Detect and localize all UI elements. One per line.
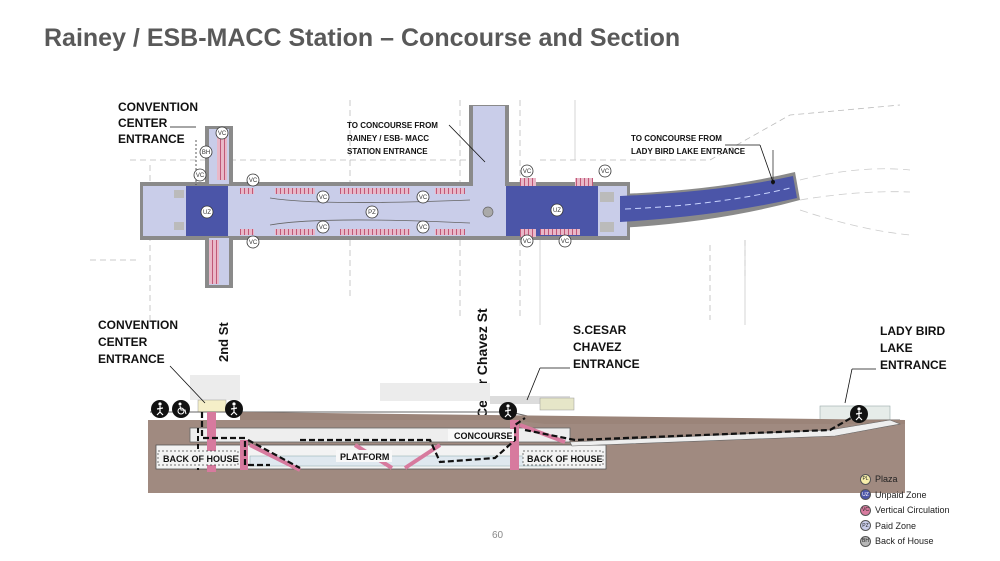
legend-swatch: PL xyxy=(860,473,871,485)
svg-text:VC: VC xyxy=(218,131,227,137)
svg-text:VC: VC xyxy=(196,173,205,179)
plan-convention-label-3: ENTRANCE xyxy=(118,132,185,146)
legend-swatch: VC xyxy=(860,504,871,516)
vc-badge: VC xyxy=(520,234,534,248)
svg-text:VC: VC xyxy=(249,178,258,184)
svg-text:VC: VC xyxy=(249,240,258,246)
pedestrian-icon xyxy=(151,400,169,418)
legend-swatch: UZ xyxy=(860,489,871,500)
svg-text:PZ: PZ xyxy=(368,210,376,216)
legend-item: VC Vertical Circulation xyxy=(860,503,990,517)
legend-swatch: PZ xyxy=(860,520,871,531)
svg-text:VC: VC xyxy=(523,169,532,175)
svg-text:VC: VC xyxy=(319,195,328,201)
legend-item: PZ Paid Zone xyxy=(860,519,990,533)
vc-badge: VC xyxy=(193,168,207,182)
vc-badge: VC xyxy=(598,164,612,178)
slide-title: Rainey / ESB-MACC Station – Concourse an… xyxy=(44,24,681,52)
pedestrian-icon xyxy=(499,402,517,420)
pz-badge: PZ xyxy=(365,205,379,219)
lady-bird-tunnel xyxy=(620,176,797,222)
plan-badges: VC BH VC VC VC VC VC VC VC PZ UZ UZ VC V… xyxy=(193,126,612,249)
vc-badge: VC xyxy=(246,235,260,249)
scesar-label-3: ENTRANCE xyxy=(573,357,640,371)
legend-label: Unpaid Zone xyxy=(875,489,927,500)
legend-label: Paid Zone xyxy=(875,520,917,531)
svg-text:VC: VC xyxy=(319,225,328,231)
legend-label: Vertical Circulation xyxy=(875,505,950,515)
uz-badge: UZ xyxy=(200,205,214,219)
plan-convention-label-1: CONVENTION xyxy=(118,100,198,114)
back-of-house-right-label: BACK OF HOUSE xyxy=(527,454,603,464)
svg-text:VC: VC xyxy=(523,239,532,245)
station-section: CONCOURSE PLATFORM BACK OF HOUSE BACK OF… xyxy=(98,318,947,493)
vc-badge: VC xyxy=(215,126,229,140)
ladybird-label-1: LADY BIRD xyxy=(880,324,945,338)
svg-text:VC: VC xyxy=(419,225,428,231)
legend-item: BH Back of House xyxy=(860,534,990,548)
stair-north-west xyxy=(217,132,227,180)
stair-south-west xyxy=(209,240,219,284)
ladybird-label-3: ENTRANCE xyxy=(880,358,947,372)
legend-label: Back of House xyxy=(875,536,934,546)
svg-text:BH: BH xyxy=(202,150,210,156)
cesar-chavez-st-label: Cesar Chavez St xyxy=(474,308,490,418)
concourse-plan: VC BH VC VC VC VC VC VC VC PZ UZ UZ VC V… xyxy=(90,100,911,325)
wheelchair-icon xyxy=(172,400,190,418)
legend-label: Plaza xyxy=(875,474,898,484)
svg-text:VC: VC xyxy=(601,169,610,175)
ladybird-note-line-2: LADY BIRD LAKE ENTRANCE xyxy=(631,147,746,156)
platform-label: PLATFORM xyxy=(340,452,389,462)
vc-badge: VC xyxy=(558,234,572,248)
svg-text:UZ: UZ xyxy=(203,210,211,216)
bh-badge: BH xyxy=(199,145,213,159)
concourse-label: CONCOURSE xyxy=(454,431,513,441)
vc-badge: VC xyxy=(316,220,330,234)
escalators-plan xyxy=(240,178,593,237)
rainey-note-line-3: STATION ENTRANCE xyxy=(347,147,428,156)
svg-text:UZ: UZ xyxy=(553,208,561,214)
rainey-note-line-1: TO CONCOURSE FROM xyxy=(347,121,438,130)
vc-badge: VC xyxy=(416,190,430,204)
ladybird-note-line-1: TO CONCOURSE FROM xyxy=(631,134,722,143)
scesar-label-2: CHAVEZ xyxy=(573,340,621,354)
vc-badge: VC xyxy=(520,164,534,178)
section-convention-label-1: CONVENTION xyxy=(98,318,178,332)
svg-text:VC: VC xyxy=(561,239,570,245)
pedestrian-icon xyxy=(225,400,243,418)
vc-badge: VC xyxy=(416,220,430,234)
legend-swatch: BH xyxy=(860,535,871,547)
plan-convention-label-2: CENTER xyxy=(118,116,168,130)
uz-badge: UZ xyxy=(550,203,564,217)
back-of-house-left-label: BACK OF HOUSE xyxy=(163,454,239,464)
second-st-label: 2nd St xyxy=(216,322,231,362)
rainey-note-line-2: RAINEY / ESB- MACC xyxy=(347,134,429,143)
vc-badge: VC xyxy=(246,173,260,187)
legend-item: PL Plaza xyxy=(860,472,990,486)
scesar-label-1: S.CESAR xyxy=(573,323,627,337)
legend-item: UZ Unpaid Zone xyxy=(860,488,990,502)
section-convention-label-2: CENTER xyxy=(98,335,148,349)
pedestrian-icon xyxy=(850,405,868,423)
svg-text:VC: VC xyxy=(419,195,428,201)
vc-badge: VC xyxy=(316,190,330,204)
page-number: 60 xyxy=(492,530,504,541)
ladybird-label-2: LAKE xyxy=(880,341,913,355)
section-convention-label-3: ENTRANCE xyxy=(98,352,165,366)
